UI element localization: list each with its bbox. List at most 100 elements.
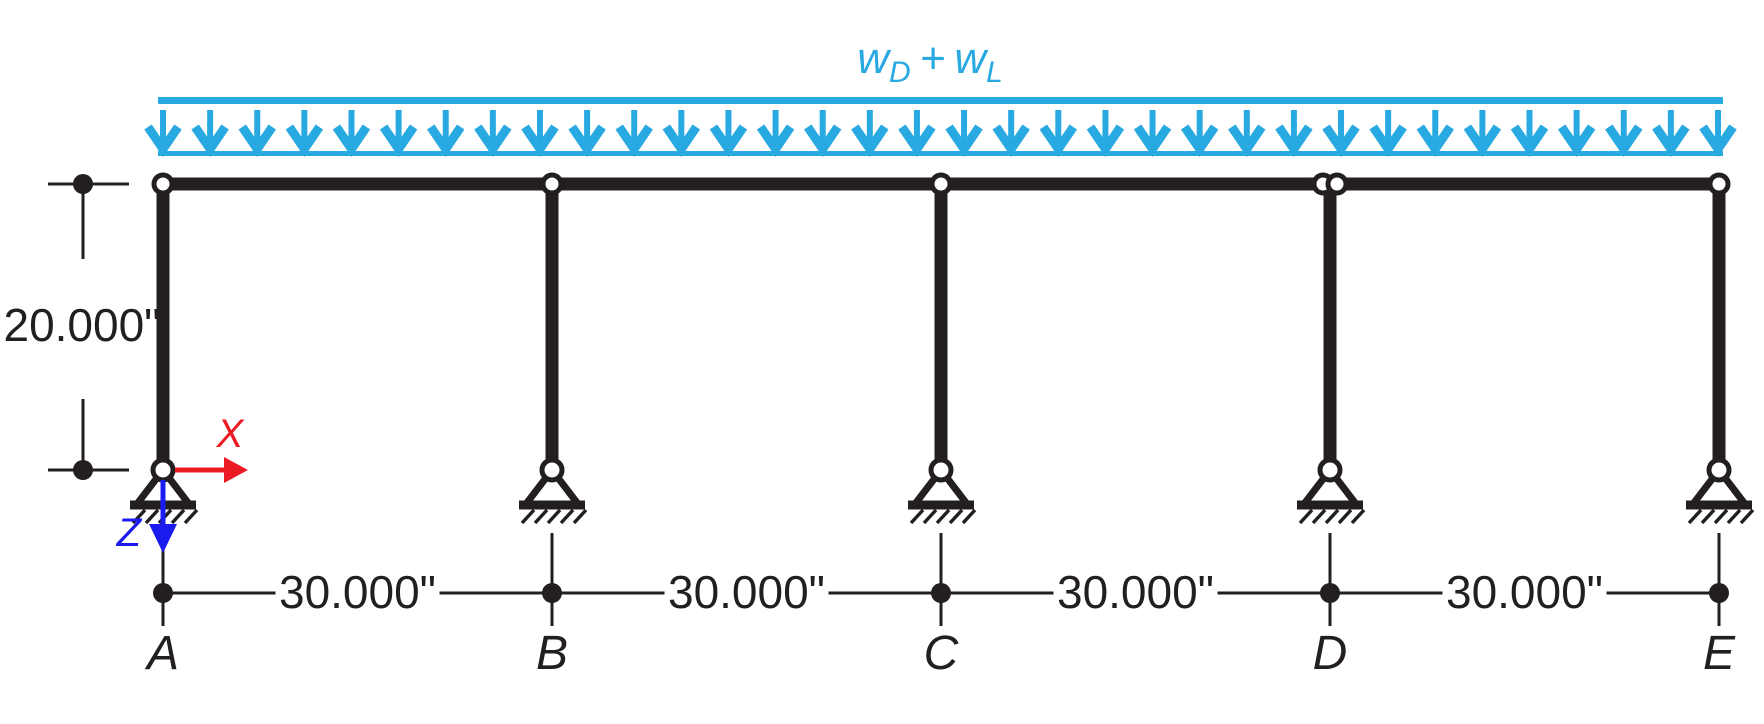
dim-dot-top	[73, 174, 93, 194]
support-hatch-line	[1324, 508, 1340, 525]
column-C	[934, 181, 948, 460]
load-arrowhead-icon	[756, 124, 795, 157]
load-arrowhead-icon	[1039, 124, 1078, 157]
column-A	[156, 181, 170, 460]
hinge-C	[929, 172, 953, 196]
load-label-sub-l: L	[986, 56, 1003, 89]
load-arrowhead-icon	[1510, 124, 1549, 157]
load-arrowhead-icon	[285, 124, 324, 157]
station-label-A: A	[144, 627, 179, 680]
load-label-plus: +	[920, 34, 946, 83]
load-arrowhead-icon	[1322, 124, 1360, 157]
support-hatch-line	[922, 508, 938, 525]
load-label: wD+wL	[857, 34, 1003, 89]
support-hatch-line	[1700, 508, 1716, 525]
load-arrowhead-icon	[615, 124, 653, 157]
load-arrowhead-icon	[898, 124, 936, 157]
x-axis-arrowhead-icon	[224, 457, 248, 483]
distributed-load: wD+wL	[144, 34, 1737, 157]
station-label-D: D	[1313, 627, 1348, 680]
column-D	[1323, 181, 1337, 460]
support-pin-C	[928, 457, 954, 483]
support-hatch-line	[572, 508, 588, 525]
span-dimension-label: 30.000"	[668, 566, 825, 618]
load-label-w2: w	[954, 34, 989, 83]
load-arrowhead-icon	[803, 124, 842, 157]
z-axis-label: Z	[116, 511, 143, 555]
load-arrowhead-icon	[191, 124, 229, 157]
load-arrowhead-icon	[1228, 124, 1266, 157]
load-arrowhead-icon	[568, 124, 606, 157]
load-arrowhead-icon	[1652, 124, 1690, 157]
load-arrowhead-icon	[1369, 124, 1407, 157]
load-arrowhead-icon	[427, 124, 465, 157]
support-hatch-line	[961, 508, 977, 525]
load-top-bar	[158, 97, 1723, 104]
load-arrowhead-icon	[709, 124, 748, 157]
column-E	[1712, 181, 1726, 460]
support-pin-A	[150, 457, 176, 483]
load-arrowhead-icon	[238, 124, 276, 157]
support-hatch-line	[546, 508, 562, 525]
support-hatch-line	[1337, 508, 1353, 525]
support-hatch-line	[948, 508, 964, 525]
support-hatch-line	[520, 508, 536, 525]
z-axis-arrowhead-icon	[149, 524, 177, 553]
load-arrowhead-icon	[332, 124, 371, 157]
load-arrowhead-icon	[945, 124, 983, 157]
load-arrowhead-icon	[1086, 124, 1125, 157]
load-arrowhead-icon	[1605, 124, 1643, 157]
station-label-C: C	[924, 627, 959, 680]
column-B	[545, 181, 559, 460]
height-dimension: 20.000"	[3, 174, 161, 480]
load-arrowhead-icon	[379, 124, 418, 157]
hinge-E	[1707, 172, 1731, 196]
load-arrowhead-icon	[992, 124, 1030, 157]
load-arrowhead-icon	[521, 124, 559, 157]
span-dimension-label: 30.000"	[1057, 566, 1214, 618]
hinge-B	[540, 172, 564, 196]
support-hatch-line	[1726, 508, 1742, 525]
hinge-A	[151, 172, 175, 196]
support-hatch-line	[1311, 508, 1327, 525]
support-hatch-line	[1298, 508, 1314, 525]
coordinate-axes: X Z	[116, 412, 248, 555]
load-arrowhead-icon	[1699, 124, 1737, 157]
load-arrowhead-icon	[144, 124, 182, 157]
load-arrowhead-icon	[1275, 124, 1313, 157]
load-arrowhead-icon	[1416, 124, 1454, 157]
load-arrowhead-icon	[1133, 124, 1172, 157]
load-arrowhead-icon	[851, 124, 889, 157]
support-hatch-line	[144, 508, 160, 525]
station-label-B: B	[536, 627, 568, 680]
support-hatch-line	[533, 508, 549, 525]
load-arrowhead-icon	[1180, 124, 1219, 157]
support-hatch-line	[131, 508, 147, 525]
support-pin-D	[1317, 457, 1343, 483]
support-hatch-line	[935, 508, 951, 525]
load-arrowhead-icon	[662, 124, 701, 157]
support-hatch-line	[170, 508, 186, 525]
x-axis-label: X	[216, 412, 245, 456]
support-hatch-line	[1687, 508, 1703, 525]
support-pin-E	[1706, 457, 1732, 483]
hinge-D	[1325, 172, 1349, 196]
support-hatch-line	[1713, 508, 1729, 525]
support-hatch-line	[1350, 508, 1366, 525]
span-dimension-label: 30.000"	[1446, 566, 1603, 618]
support-hatch-line	[1739, 508, 1755, 525]
load-base-line	[158, 151, 1723, 156]
support-hatch-line	[183, 508, 199, 525]
load-arrowhead-icon	[1463, 124, 1502, 157]
span-dimension-label: 30.000"	[279, 566, 436, 618]
load-label-sub-d: D	[889, 56, 911, 89]
station-label-E: E	[1703, 627, 1736, 680]
support-pin-B	[539, 457, 565, 483]
dim-dot-bottom	[73, 460, 93, 480]
load-arrowhead-icon	[474, 124, 512, 157]
height-dimension-label: 20.000"	[3, 299, 160, 351]
load-arrowhead-icon	[1557, 124, 1596, 157]
load-label-w1: w	[857, 34, 892, 83]
